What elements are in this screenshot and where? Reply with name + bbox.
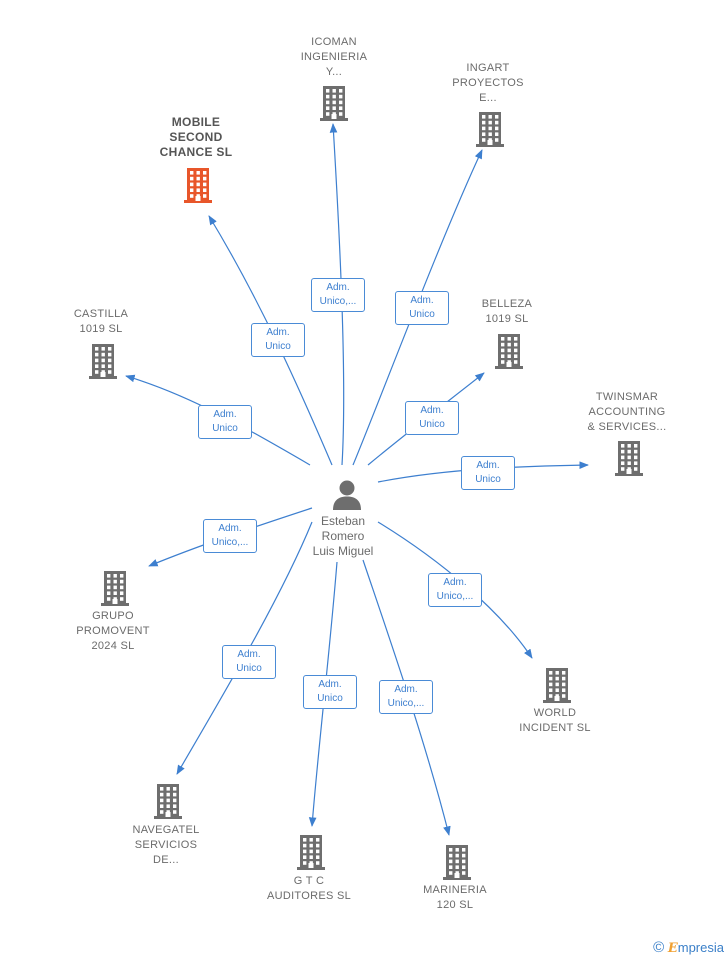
brand-name: mpresia bbox=[677, 940, 724, 955]
role-badge-world[interactable]: Adm. Unico,... bbox=[428, 573, 482, 607]
company-label-castilla[interactable]: CASTILLA 1019 SL bbox=[73, 308, 129, 335]
company-label-belleza[interactable]: BELLEZA 1019 SL bbox=[481, 298, 533, 325]
company-label-gtc[interactable]: G T C AUDITORES SL bbox=[266, 875, 352, 902]
company-label-navegatel[interactable]: NAVEGATEL SERVICIOS DE... bbox=[132, 824, 200, 866]
building-icon[interactable] bbox=[492, 332, 526, 370]
company-label-marineria[interactable]: MARINERIA 120 SL bbox=[423, 884, 487, 911]
role-badge-gtc[interactable]: Adm. Unico bbox=[303, 675, 357, 709]
role-badge-navegatel[interactable]: Adm. Unico bbox=[222, 645, 276, 679]
company-label-grupo[interactable]: GRUPO PROMOVENT 2024 SL bbox=[76, 610, 150, 652]
building-icon[interactable] bbox=[86, 342, 120, 380]
brand-initial: E bbox=[667, 941, 678, 956]
center-person-label[interactable]: Esteban Romero Luis Miguel bbox=[312, 514, 374, 558]
role-badge-grupo[interactable]: Adm. Unico,... bbox=[203, 519, 257, 553]
role-badge-ingart[interactable]: Adm. Unico bbox=[395, 291, 449, 325]
role-badge-marineria[interactable]: Adm. Unico,... bbox=[379, 680, 433, 714]
building-icon[interactable] bbox=[440, 843, 474, 881]
company-label-ingart[interactable]: INGART PROYECTOS E... bbox=[452, 62, 524, 104]
brand-watermark: © Empresia bbox=[653, 939, 724, 956]
role-badge-belleza[interactable]: Adm. Unico bbox=[405, 401, 459, 435]
company-label-icoman[interactable]: ICOMAN INGENIERIA Y... bbox=[300, 36, 368, 78]
copyright-symbol: © bbox=[653, 939, 665, 956]
building-icon[interactable] bbox=[294, 833, 328, 871]
role-badge-icoman[interactable]: Adm. Unico,... bbox=[311, 278, 365, 312]
role-badge-twinsmar[interactable]: Adm. Unico bbox=[461, 456, 515, 490]
building-icon[interactable] bbox=[317, 84, 351, 122]
building-icon[interactable] bbox=[181, 166, 215, 204]
role-badge-castilla[interactable]: Adm. Unico bbox=[198, 405, 252, 439]
person-icon[interactable] bbox=[330, 478, 364, 512]
role-badge-mobile[interactable]: Adm. Unico bbox=[251, 323, 305, 357]
building-icon[interactable] bbox=[540, 666, 574, 704]
building-icon[interactable] bbox=[98, 569, 132, 607]
building-icon[interactable] bbox=[612, 439, 646, 477]
company-label-world[interactable]: WORLD INCIDENT SL bbox=[519, 707, 591, 734]
company-label-twinsmar[interactable]: TWINSMAR ACCOUNTING & SERVICES... bbox=[587, 391, 667, 433]
building-icon[interactable] bbox=[473, 110, 507, 148]
building-icon[interactable] bbox=[151, 782, 185, 820]
company-label-mobile[interactable]: MOBILE SECOND CHANCE SL bbox=[159, 115, 233, 159]
